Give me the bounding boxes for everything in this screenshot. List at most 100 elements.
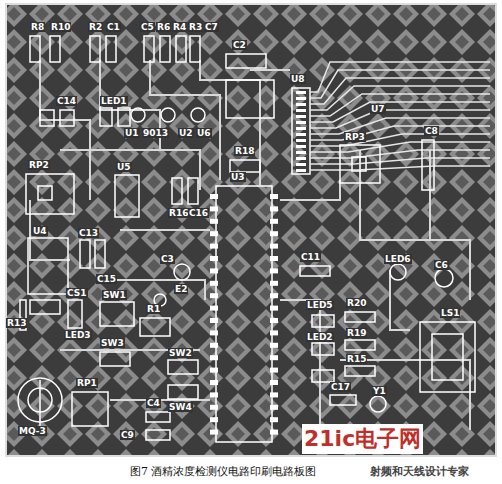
component-outlines (18, 36, 475, 442)
part-label: E2 (174, 284, 188, 294)
part-label: U7 (370, 104, 386, 114)
figure-caption: 图7 酒精浓度检测仪电路印刷电路板图 (130, 464, 317, 479)
lcd-trace (310, 166, 490, 170)
part-label: R20 (346, 298, 367, 308)
ic-pad (210, 281, 218, 286)
connector-pin (296, 145, 306, 148)
part-label: C4 (146, 398, 161, 408)
ic-pad (210, 219, 218, 224)
part-label: R19 (346, 328, 367, 338)
ic-pad (270, 405, 278, 410)
part-label: R13 (6, 318, 27, 328)
ic-pad (210, 392, 218, 397)
ic-pad (270, 281, 278, 286)
ic-pad (210, 293, 218, 298)
watermark: 射频和天线设计专家 (370, 464, 469, 479)
connector-pin (296, 151, 306, 154)
ic-pad (210, 206, 218, 211)
part-label: LED5 (306, 300, 334, 310)
ic-pad (270, 306, 278, 311)
part-label: U4 (32, 226, 48, 236)
ic-pad (270, 343, 278, 348)
part-label: LED2 (306, 332, 334, 342)
ic-pad (210, 380, 218, 385)
lcd-trace (310, 94, 490, 116)
ic-pad (210, 343, 218, 348)
part-label: Y1 (372, 386, 387, 396)
part-label: R8 (30, 22, 45, 32)
part-label: LS1 (440, 308, 460, 318)
ic-pad (210, 330, 218, 335)
ic-pad (270, 392, 278, 397)
board-outline (6, 4, 496, 456)
ic-pad (270, 318, 278, 323)
part-label: SW3 (100, 338, 125, 348)
part-label: R3 (188, 22, 203, 32)
ic-pad (270, 430, 278, 435)
ic-pad (210, 244, 218, 249)
connector-pin (296, 91, 306, 94)
part-label: LED3 (64, 330, 92, 340)
ic-pad (270, 194, 278, 199)
lcd-trace (310, 102, 490, 122)
ic-pad (270, 219, 278, 224)
part-label: R6 (156, 22, 171, 32)
part-label: SW1 (102, 290, 127, 300)
part-label: R2 (88, 22, 103, 32)
connector-pin (296, 103, 306, 106)
part-label: U1 (124, 128, 140, 138)
part-label: C7 (204, 22, 219, 32)
connector-pin (296, 97, 306, 100)
ic-pad (270, 293, 278, 298)
traces (30, 60, 470, 440)
ic-pad (270, 206, 278, 211)
ic-pad (210, 306, 218, 311)
part-label: C13 (78, 228, 99, 238)
ic-pad (270, 231, 278, 236)
part-label: R1 (146, 304, 161, 314)
part-label: R10 (50, 22, 71, 32)
connector-pin (296, 169, 306, 172)
connector-pin (296, 163, 306, 166)
part-label: RP2 (28, 160, 50, 170)
lcd-trace (310, 150, 490, 158)
lcd-connector (292, 88, 310, 174)
ic-pad (210, 417, 218, 422)
ic-pad (210, 355, 218, 360)
part-label: SW2 (168, 348, 193, 358)
part-label: R4 (172, 22, 187, 32)
connector-pin (296, 109, 306, 112)
ic-pad (210, 318, 218, 323)
part-label: U6 (196, 128, 212, 138)
ic-pad (270, 380, 278, 385)
connector-pin (296, 115, 306, 118)
ic-pad (270, 355, 278, 360)
ic-pad (210, 268, 218, 273)
part-label: C9 (120, 430, 135, 440)
ic-pad (270, 268, 278, 273)
part-label: C3 (160, 254, 175, 264)
part-label: CS1 (66, 288, 88, 298)
part-label: RP3 (344, 132, 366, 142)
part-label: C1 (106, 22, 121, 32)
lcd-trace (310, 126, 490, 140)
part-label: C17 (330, 382, 351, 392)
pads (210, 91, 306, 435)
part-label: C6 (434, 260, 449, 270)
lcd-trace (310, 158, 490, 164)
ic-pad (270, 244, 278, 249)
part-label: R15 (346, 354, 367, 364)
lcd-trace (310, 86, 490, 110)
copper-pour (6, 4, 496, 456)
ic-pad (210, 368, 218, 373)
part-label: C5 (140, 22, 155, 32)
part-label: RP1 (76, 378, 98, 388)
part-label: 9013 (142, 128, 169, 138)
part-label: R16 (168, 208, 189, 218)
part-label: U5 (116, 162, 132, 172)
lcd-trace (310, 78, 490, 104)
connector-pin (296, 121, 306, 124)
ic-pad (210, 430, 218, 435)
part-label: U2 (178, 128, 194, 138)
